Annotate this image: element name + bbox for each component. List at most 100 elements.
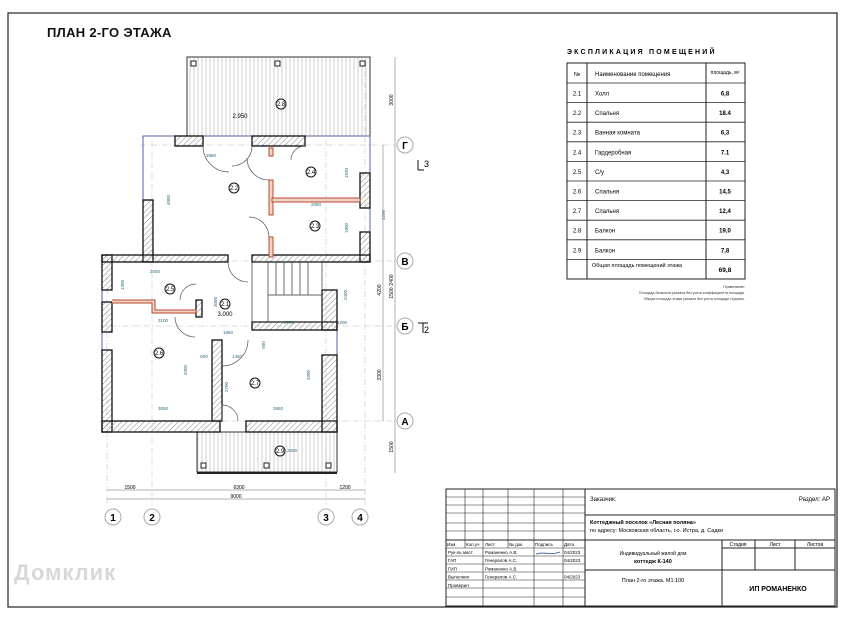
- svg-text:Примечание:: Примечание:: [723, 285, 745, 289]
- title-block: Изм. Кол.уч Лист № док. Подпись Дата Рук…: [445, 488, 836, 607]
- stamp-signer-row: Рук-ль маст.Романенко А.В.04/2023: [448, 550, 581, 555]
- signer-date: 04/2023: [564, 558, 581, 563]
- svg-text:1500: 1500: [389, 287, 395, 298]
- svg-text:4200: 4200: [381, 209, 386, 220]
- svg-text:2: 2: [149, 513, 155, 524]
- svg-text:2.7: 2.7: [251, 381, 260, 387]
- signer-name: Генералов А.С.: [485, 558, 517, 563]
- svg-text:Лист: Лист: [770, 542, 782, 548]
- axis-v: В: [396, 252, 414, 270]
- svg-text:2700: 2700: [284, 320, 295, 325]
- room-name: Спальня: [595, 209, 619, 215]
- axis-1: 1: [104, 508, 122, 526]
- svg-text:600: 600: [200, 354, 208, 359]
- svg-text:4200: 4200: [377, 284, 383, 295]
- svg-text:2.6: 2.6: [155, 351, 164, 357]
- svg-text:3650: 3650: [158, 406, 169, 411]
- svg-text:1300: 1300: [120, 279, 125, 290]
- svg-text:2700: 2700: [224, 381, 229, 392]
- room-number: 2.3: [573, 131, 582, 137]
- svg-text:2.9: 2.9: [276, 449, 285, 455]
- svg-text:коттедж К-140: коттедж К-140: [634, 559, 672, 565]
- axis-3: 3: [317, 508, 335, 526]
- room-area: 6,3: [721, 131, 730, 137]
- svg-text:2400: 2400: [389, 274, 395, 285]
- svg-text:3100: 3100: [158, 318, 169, 323]
- svg-text:1200: 1200: [339, 485, 350, 491]
- axis-b: Б: [396, 317, 414, 335]
- svg-text:по адресу: Московская область,: по адресу: Московская область, г.о. Истр…: [590, 528, 723, 534]
- balcony-level-mark: 2.950: [232, 114, 248, 120]
- room-tag-2-2: 2.2: [228, 182, 240, 194]
- svg-text:4000: 4000: [166, 194, 171, 205]
- explication-table: ЭКСПЛИКАЦИЯ ПОМЕЩЕНИЙ № Наименование пом…: [566, 47, 746, 301]
- level-mark: 3.000: [217, 312, 233, 318]
- room-area: 19,0: [719, 229, 731, 235]
- signer-name: Генералов А.С.: [485, 575, 517, 580]
- svg-text:2.5: 2.5: [166, 287, 175, 293]
- svg-text:3: 3: [323, 513, 329, 524]
- svg-text:Листов: Листов: [807, 542, 824, 548]
- room-tags: 2.1 2.2 2.3 2.4 2.5 2.6 2.7 2.8 2.9: [153, 98, 321, 457]
- room-number: 2.8: [573, 229, 582, 235]
- section-label: Раздел: АР: [799, 497, 830, 503]
- section-marks: 3 2: [417, 159, 429, 335]
- stamp-headers: Изм. Кол.уч Лист № док. Подпись Дата: [447, 542, 574, 547]
- svg-text:3950: 3950: [273, 406, 284, 411]
- svg-text:Лист: Лист: [485, 542, 495, 547]
- room-name: Спальня: [595, 190, 619, 196]
- svg-text:3300: 3300: [306, 369, 311, 380]
- room-number: 2.6: [573, 190, 582, 196]
- svg-text:2980: 2980: [206, 153, 217, 158]
- svg-text:№: №: [574, 71, 580, 78]
- svg-text:Индивидуальный жилой дом: Индивидуальный жилой дом: [620, 550, 687, 557]
- room-number: 2.5: [573, 170, 582, 176]
- signer-role: Проверил: [448, 583, 469, 588]
- stairs: [251, 261, 323, 323]
- svg-text:А: А: [401, 417, 408, 428]
- svg-text:Б: Б: [401, 322, 408, 333]
- balcony-2-8: [186, 56, 371, 137]
- svg-text:2.8: 2.8: [277, 102, 286, 108]
- watermark-logo: Домклик: [14, 560, 117, 585]
- signer-name: Романенко А.В.: [485, 550, 518, 555]
- svg-text:1200: 1200: [337, 320, 348, 325]
- svg-text:3000: 3000: [389, 94, 395, 105]
- signer-date: 04/2023: [564, 575, 581, 580]
- svg-text:Наименование помещения: Наименование помещения: [595, 72, 670, 78]
- svg-text:1900: 1900: [344, 222, 349, 233]
- customer-label: Заказчик:: [590, 497, 617, 503]
- room-name: Балкон: [595, 229, 615, 235]
- svg-text:2.1: 2.1: [221, 302, 230, 308]
- room-name: Гардеробная: [595, 150, 631, 156]
- axis-g: Г: [396, 136, 414, 154]
- svg-text:Стадия: Стадия: [729, 542, 746, 548]
- svg-text:2.2: 2.2: [230, 186, 239, 192]
- svg-text:Г: Г: [402, 141, 408, 152]
- room-tag-2-4: 2.4: [305, 166, 317, 178]
- signer-role: Рук-ль маст.: [448, 550, 474, 555]
- room-number: 2.9: [573, 248, 582, 254]
- svg-text:Кол.уч: Кол.уч: [466, 542, 480, 547]
- svg-text:1450: 1450: [232, 354, 243, 359]
- svg-text:Дата: Дата: [564, 542, 574, 547]
- svg-text:4: 4: [357, 513, 363, 524]
- outer-dimensions: 1500 6300 1200 9000 3000 2400 1500 3300 …: [124, 94, 395, 500]
- total-area: 69,8: [719, 267, 732, 274]
- room-name: Спальня: [595, 111, 619, 117]
- svg-text:1930: 1930: [344, 167, 349, 178]
- room-tag-2-5: 2.5: [164, 283, 176, 295]
- stamp-signer-row: Проверил: [448, 583, 469, 588]
- room-name: Холл: [595, 92, 610, 98]
- axis-a: А: [396, 412, 414, 430]
- svg-text:2: 2: [424, 325, 429, 335]
